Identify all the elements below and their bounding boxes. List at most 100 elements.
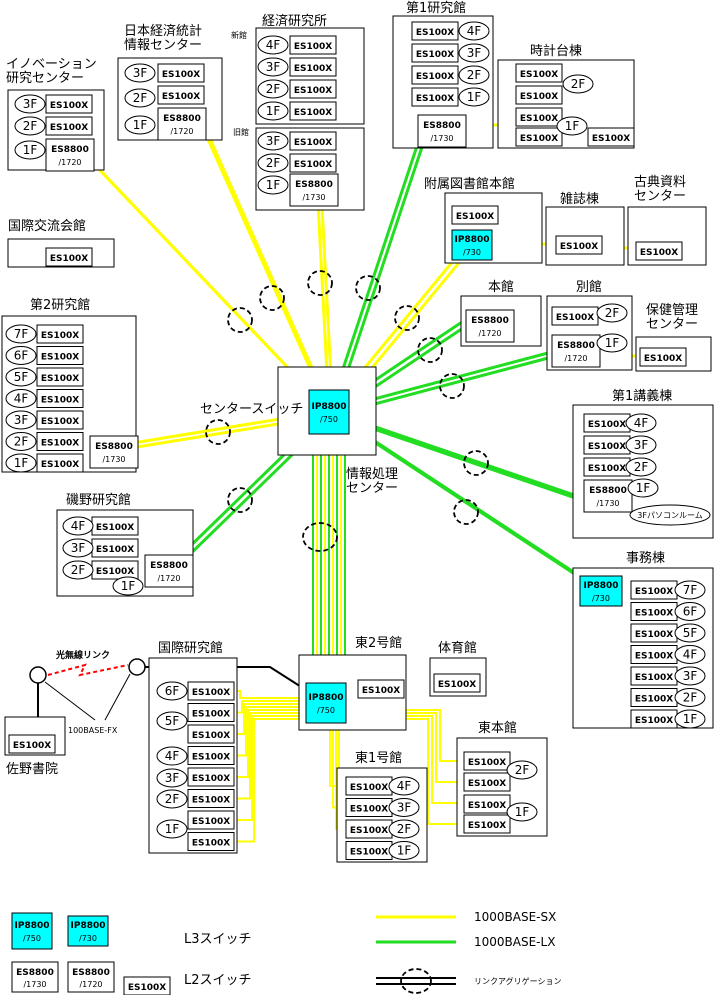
fx-pointer	[44, 681, 96, 721]
es100x-label: ES100X	[41, 460, 79, 470]
es100x-label: ES100X	[294, 138, 332, 148]
floor-marker	[674, 623, 706, 643]
floor-marker	[257, 35, 289, 55]
es100x-label: ES100X	[468, 821, 506, 831]
legend-es8800-label: ES8800	[16, 968, 54, 978]
es8800-switch	[144, 554, 194, 588]
legend-es8800-label: ES8800	[72, 968, 110, 978]
es100x-switch	[463, 814, 511, 834]
wireless-label: 光無線リンク	[55, 649, 110, 661]
link-kokusai	[234, 706, 306, 757]
floor-label: 2F	[683, 691, 698, 705]
es100x-switch	[463, 751, 511, 771]
floor-marker	[257, 175, 289, 195]
floor-label: 2F	[266, 156, 281, 170]
floor-label: 6F	[165, 684, 180, 698]
legend-es8800	[67, 961, 115, 993]
floor-marker	[674, 645, 706, 664]
es100x-switch	[515, 85, 563, 105]
floor-marker	[674, 602, 706, 621]
es100x-label: ES100X	[13, 741, 51, 751]
wireless-link	[47, 663, 129, 677]
floor-label: 1F	[565, 119, 580, 133]
label-center-switch: センタースイッチ	[200, 402, 303, 417]
es100x-switch	[187, 724, 235, 744]
floor-marker	[506, 760, 538, 780]
floor-marker	[14, 116, 46, 136]
legend-lx-label: 1000BASE-LX	[474, 935, 555, 949]
es100x-switch	[411, 65, 459, 85]
floor-label: 3F	[266, 134, 281, 148]
es100x-label: ES100X	[644, 354, 682, 364]
label-shinkan: 新館	[231, 30, 247, 40]
es100x-switch	[45, 94, 93, 114]
floor-marker	[458, 87, 490, 107]
es100x-label: ES100X	[350, 805, 388, 815]
uplink-nikkei	[201, 127, 331, 412]
floor-label: 7F	[14, 327, 29, 341]
ip8800-model: /750	[23, 934, 41, 943]
ip8800-label: IP8800	[455, 235, 490, 245]
es100x-switch	[289, 131, 337, 151]
es8800-label: ES8800	[423, 121, 461, 131]
building-label-fuzoku: 附属図書館本館	[424, 177, 515, 192]
floor-label: 2F	[467, 68, 482, 82]
floor-label: 4F	[165, 749, 180, 763]
link-kokusai	[234, 700, 306, 714]
floor-marker	[62, 516, 94, 536]
es100x-switch	[515, 127, 563, 147]
floor-label: 1F	[121, 579, 136, 593]
floor-marker	[5, 346, 37, 365]
floor-marker	[627, 478, 659, 498]
ip8800-model: /730	[463, 248, 481, 257]
es100x-switch	[433, 673, 481, 693]
floor-label: 1F	[266, 104, 281, 118]
es100x-label: ES100X	[520, 70, 558, 80]
floor-label: 2F	[397, 822, 412, 836]
es100x-label: ES100X	[468, 801, 506, 811]
es8800-model: /1720	[564, 354, 587, 363]
ip8800-label: IP8800	[71, 921, 106, 931]
floor-label: 6F	[14, 349, 29, 363]
es8800-switch	[551, 334, 601, 368]
building-label-isono: 磯野研究館	[66, 493, 131, 508]
floor-label: 2F	[23, 119, 38, 133]
building-label-koten: センター	[634, 189, 686, 204]
floor-label: 2F	[71, 563, 86, 577]
es8800-model: /1730	[102, 455, 125, 464]
building-label-jimu: 事務棟	[626, 551, 665, 566]
es8800-label: ES8800	[163, 114, 201, 124]
uplink-dai1ken	[327, 142, 420, 412]
es8800-model: /1720	[58, 158, 81, 167]
building-label-hoken: 保健管理	[646, 303, 698, 318]
floor-marker	[14, 140, 46, 160]
floor-marker	[458, 21, 490, 41]
es100x-label: ES100X	[50, 123, 88, 133]
legend-l2-label: L2スイッチ	[184, 973, 252, 988]
es100x-label: ES100X	[50, 101, 88, 111]
es100x-switch	[463, 772, 511, 792]
es100x-switch	[8, 734, 56, 754]
floor-label: 3F	[467, 46, 482, 60]
es8800-model: /1730	[302, 193, 325, 202]
es8800-model: /1720	[478, 329, 501, 338]
floor-marker	[388, 819, 420, 839]
link-aggregation-marker	[302, 522, 338, 552]
es8800-label: ES8800	[557, 341, 595, 351]
building-label-keizai: 経済研究所	[262, 13, 327, 29]
link-aggregation-marker	[463, 450, 489, 476]
floor-label: 1F	[636, 481, 651, 495]
es100x-label: ES100X	[635, 716, 673, 726]
es100x-switch	[463, 794, 511, 814]
floor-marker	[625, 435, 657, 455]
es8800-switch	[583, 479, 633, 513]
ip8800-switch	[67, 915, 109, 947]
es100x-label: ES100X	[50, 254, 88, 264]
floor-label: 4F	[634, 416, 649, 430]
es8800-switch	[465, 309, 515, 343]
floor-label: 2F	[571, 77, 586, 91]
es100x-switch	[289, 153, 337, 173]
link-kokusai	[234, 703, 306, 735]
floor-marker	[562, 74, 594, 94]
